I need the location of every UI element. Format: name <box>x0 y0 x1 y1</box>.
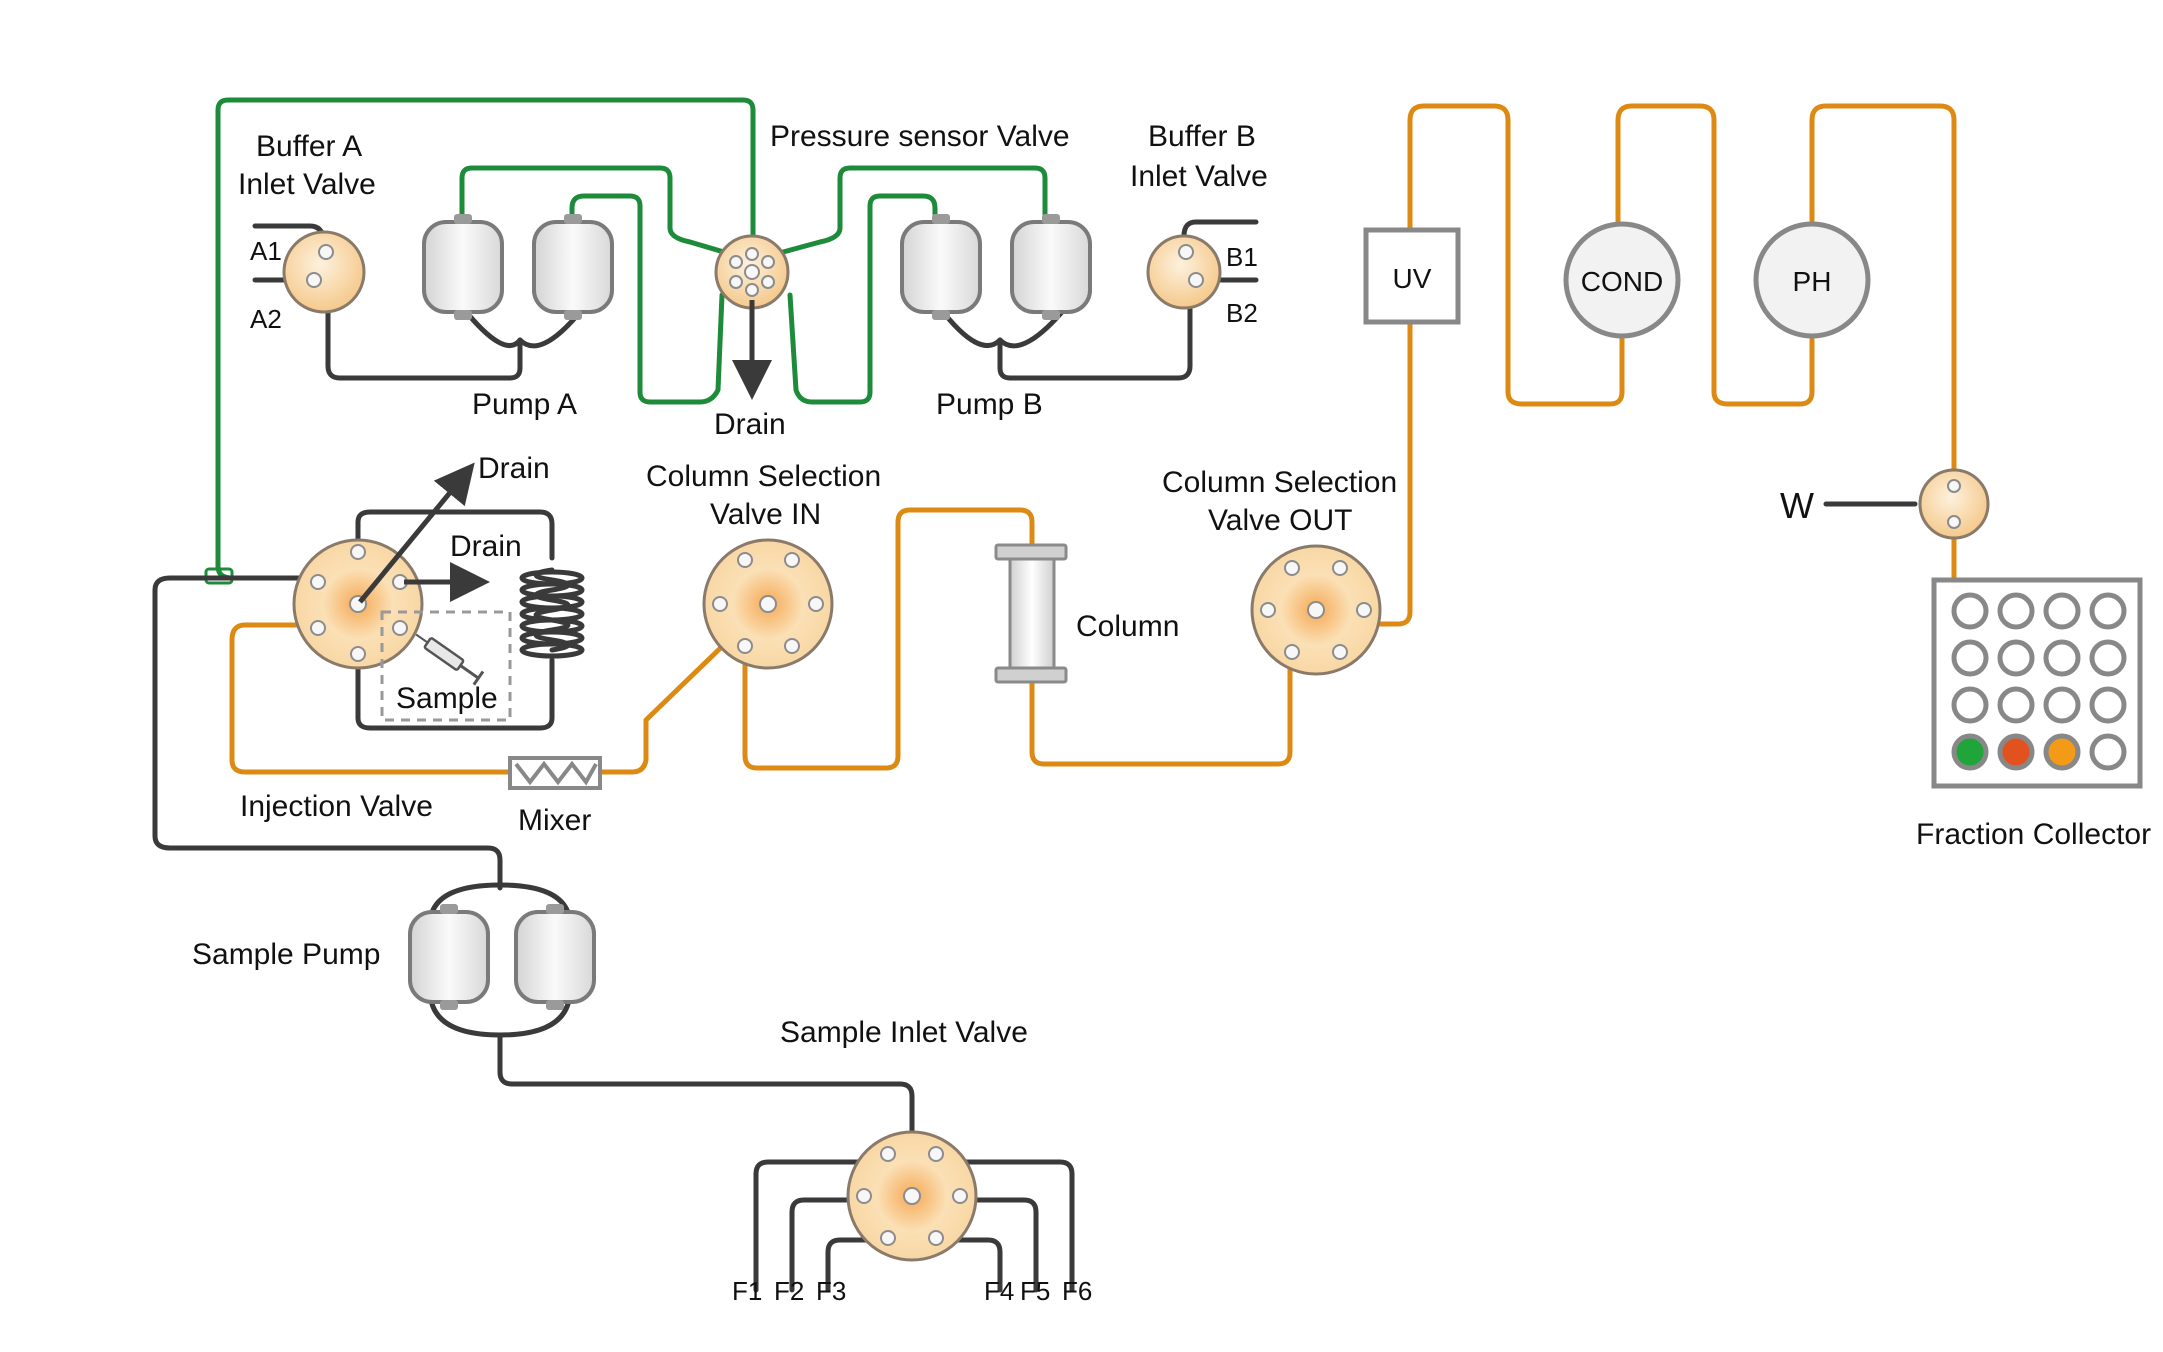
pump-b[interactable] <box>900 214 1092 320</box>
pressure-sensor-valve-label: Pressure sensor Valve <box>770 120 1070 153</box>
sample-pump[interactable] <box>408 904 596 1010</box>
fraction-tube <box>2043 686 2081 724</box>
pump-a[interactable] <box>422 214 614 320</box>
pump-b-label: Pump B <box>936 388 1043 421</box>
cond-label: COND <box>1581 266 1663 297</box>
column-selection-valve-out[interactable] <box>1250 544 1382 676</box>
fraction-collector[interactable] <box>1931 577 2143 789</box>
port-b2-label: B2 <box>1226 298 1258 328</box>
port-f1-label: F1 <box>732 1276 762 1306</box>
waste-label: W <box>1780 485 1814 526</box>
fraction-tube <box>2043 592 2081 630</box>
fraction-tube <box>1997 639 2035 677</box>
sample-label: Sample <box>396 682 498 715</box>
uv-label: UV <box>1393 263 1432 294</box>
drain-label-upper: Drain <box>478 452 550 485</box>
fraction-tube <box>1951 639 1989 677</box>
outlet-waste-valve[interactable] <box>1918 468 1990 540</box>
pump-b-head-left <box>900 214 982 320</box>
column-sel-in-label: Column Selection <box>646 460 881 493</box>
buffer-a-inlet-valve[interactable] <box>282 230 366 314</box>
sample-pump-head-left <box>408 904 490 1010</box>
port-a1-label: A1 <box>250 236 282 266</box>
injection-valve-label: Injection Valve <box>240 790 433 823</box>
dark-tubing <box>152 219 1918 1293</box>
sample-pump-label: Sample Pump <box>192 938 380 971</box>
column-selection-valve-in[interactable] <box>702 538 834 670</box>
fraction-tube <box>1997 592 2035 630</box>
sample-inlet-valve[interactable] <box>846 1130 978 1262</box>
ph-label: PH <box>1793 266 1832 297</box>
ph-detector[interactable]: PH <box>1753 221 1871 339</box>
drain-label-middle: Drain <box>450 530 522 563</box>
fraction-tube-filled-orange <box>2043 733 2081 771</box>
uv-detector[interactable]: UV <box>1363 227 1461 325</box>
fraction-tube <box>2043 639 2081 677</box>
port-f4-label: F4 <box>984 1276 1014 1306</box>
fraction-tube <box>2089 733 2127 771</box>
sample-inlet-valve-label: Sample Inlet Valve <box>780 1016 1028 1049</box>
fraction-tube-filled-green <box>1951 733 1989 771</box>
column[interactable] <box>994 543 1068 684</box>
buffer-b-label-line2: Inlet Valve <box>1130 160 1268 193</box>
port-a2-label: A2 <box>250 304 282 334</box>
drain-arrow-upper <box>358 462 475 604</box>
port-f6-label: F6 <box>1062 1276 1092 1306</box>
port-f2-label: F2 <box>774 1276 804 1306</box>
pump-a-head-right <box>532 214 614 320</box>
drain-label-center: Drain <box>714 408 786 441</box>
sample-pump-head-right <box>514 904 596 1010</box>
column-sel-out-label-line2: Valve OUT <box>1208 504 1352 537</box>
buffer-b-inlet-valve[interactable] <box>1146 234 1222 310</box>
sample-syringe-box <box>380 610 512 722</box>
fraction-tube <box>1951 686 1989 724</box>
sample-flow-tubing <box>229 103 1957 775</box>
sample-loop-coil <box>519 567 585 659</box>
fraction-tube <box>2089 686 2127 724</box>
buffer-a-label: Buffer A <box>256 130 362 163</box>
port-f3-label: F3 <box>816 1276 846 1306</box>
fraction-tube <box>2089 592 2127 630</box>
buffer-tubing <box>204 97 1048 585</box>
syringe-icon <box>415 633 485 686</box>
cond-detector[interactable]: COND <box>1563 221 1681 339</box>
port-f5-label: F5 <box>1020 1276 1050 1306</box>
column-sel-in-label-line2: Valve IN <box>710 498 821 531</box>
pump-b-head-right <box>1010 214 1092 320</box>
fraction-collector-label: Fraction Collector <box>1916 818 2151 851</box>
mixer[interactable] <box>508 756 602 790</box>
pump-a-label: Pump A <box>472 388 577 421</box>
column-label: Column <box>1076 610 1179 643</box>
injection-valve[interactable] <box>292 538 424 670</box>
port-b1-label: B1 <box>1226 242 1258 272</box>
buffer-a-label-line2: Inlet Valve <box>238 168 376 201</box>
buffer-b-label: Buffer B <box>1148 120 1256 153</box>
pressure-sensor-valve[interactable] <box>714 234 790 310</box>
pump-a-head-left <box>422 214 504 320</box>
fraction-tube <box>1951 592 1989 630</box>
mixer-label: Mixer <box>518 804 591 837</box>
column-sel-out-label: Column Selection <box>1162 466 1397 499</box>
fraction-tube-filled-red <box>1997 733 2035 771</box>
fraction-tube <box>2089 639 2127 677</box>
fraction-tube <box>1997 686 2035 724</box>
